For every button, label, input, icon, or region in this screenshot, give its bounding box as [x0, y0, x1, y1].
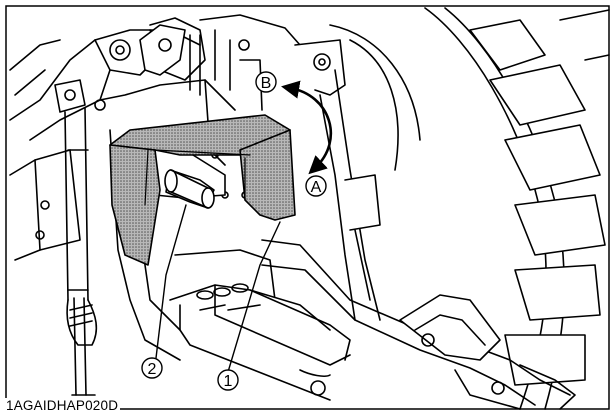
lift-rod [54, 79, 98, 396]
callout-2-leader [155, 204, 187, 359]
callout-1-label: 1 [224, 373, 233, 390]
callout-1-leader [227, 221, 281, 373]
direction-marker-b-label: B [261, 75, 272, 92]
direction-arrow [281, 80, 333, 175]
direction-marker-a: A [305, 175, 327, 197]
callout-2: 2 [141, 357, 163, 379]
figure-code: 1AGAIDHAP020D [4, 398, 121, 414]
direction-marker-a-label: A [311, 179, 322, 196]
callout-2-label: 2 [148, 361, 157, 378]
tire [329, 7, 610, 410]
top-link-bracket [139, 24, 263, 111]
lower-link [169, 283, 351, 401]
stabilizer-arm [261, 39, 576, 410]
direction-marker-b: B [255, 71, 277, 93]
callout-1: 1 [217, 369, 239, 391]
